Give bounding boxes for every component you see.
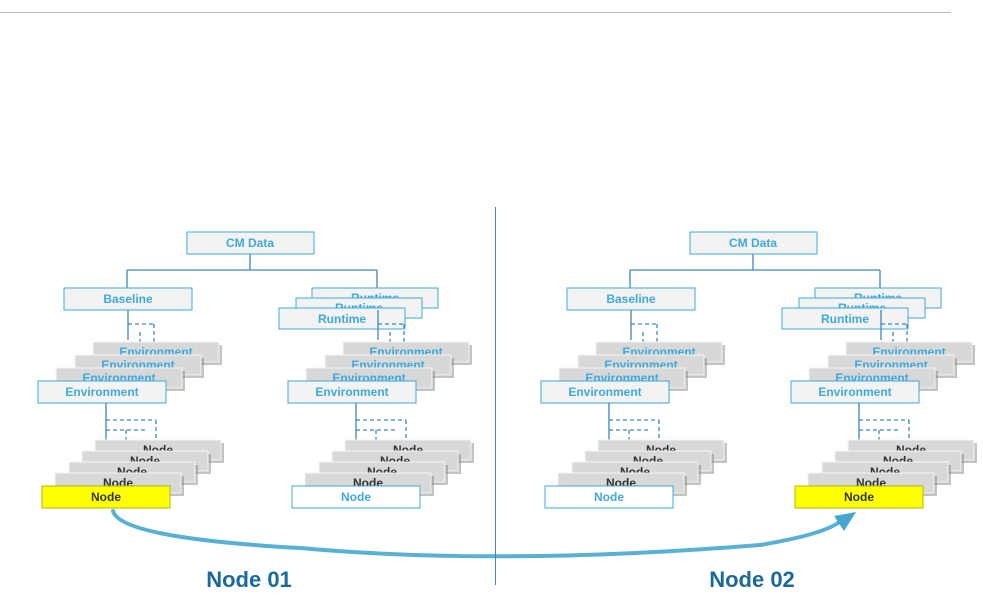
sync-arrow-curve xyxy=(111,509,840,559)
right-environment-label: Environment xyxy=(315,385,388,399)
left-node-box-highlighted xyxy=(41,485,171,509)
runtime-box xyxy=(781,307,909,330)
right-node-label: Node xyxy=(844,490,874,504)
runtime-label: Runtime xyxy=(318,312,366,326)
runtime-label: Runtime xyxy=(821,312,869,326)
left-environment-label: Environment xyxy=(65,385,138,399)
cm-data-label: CM Data xyxy=(226,236,274,250)
right-environment-box xyxy=(790,380,920,404)
left-node-label: Node xyxy=(91,490,121,504)
right-node-box xyxy=(291,485,421,509)
left-environment-label: Environment xyxy=(568,385,641,399)
right-environment-label: Environment xyxy=(818,385,891,399)
node-01-title: Node 01 xyxy=(206,567,292,592)
right-environment-box xyxy=(287,380,417,404)
left-environment-box xyxy=(540,380,670,404)
runtime-box xyxy=(278,307,406,330)
cm-data-label: CM Data xyxy=(729,236,777,250)
left-environment-box xyxy=(37,380,167,404)
baseline-label: Baseline xyxy=(103,292,153,306)
right-node-box-highlighted xyxy=(794,485,924,509)
panel-divider xyxy=(495,207,496,585)
right-node-label: Node xyxy=(341,490,371,504)
cm-data-box xyxy=(689,231,818,255)
sync-arrow-head xyxy=(834,512,856,531)
top-rule xyxy=(0,12,951,13)
cm-data-box xyxy=(186,231,315,255)
left-node-box xyxy=(544,485,674,509)
left-node-label: Node xyxy=(594,490,624,504)
baseline-label: Baseline xyxy=(606,292,656,306)
node-02-title: Node 02 xyxy=(709,567,795,592)
